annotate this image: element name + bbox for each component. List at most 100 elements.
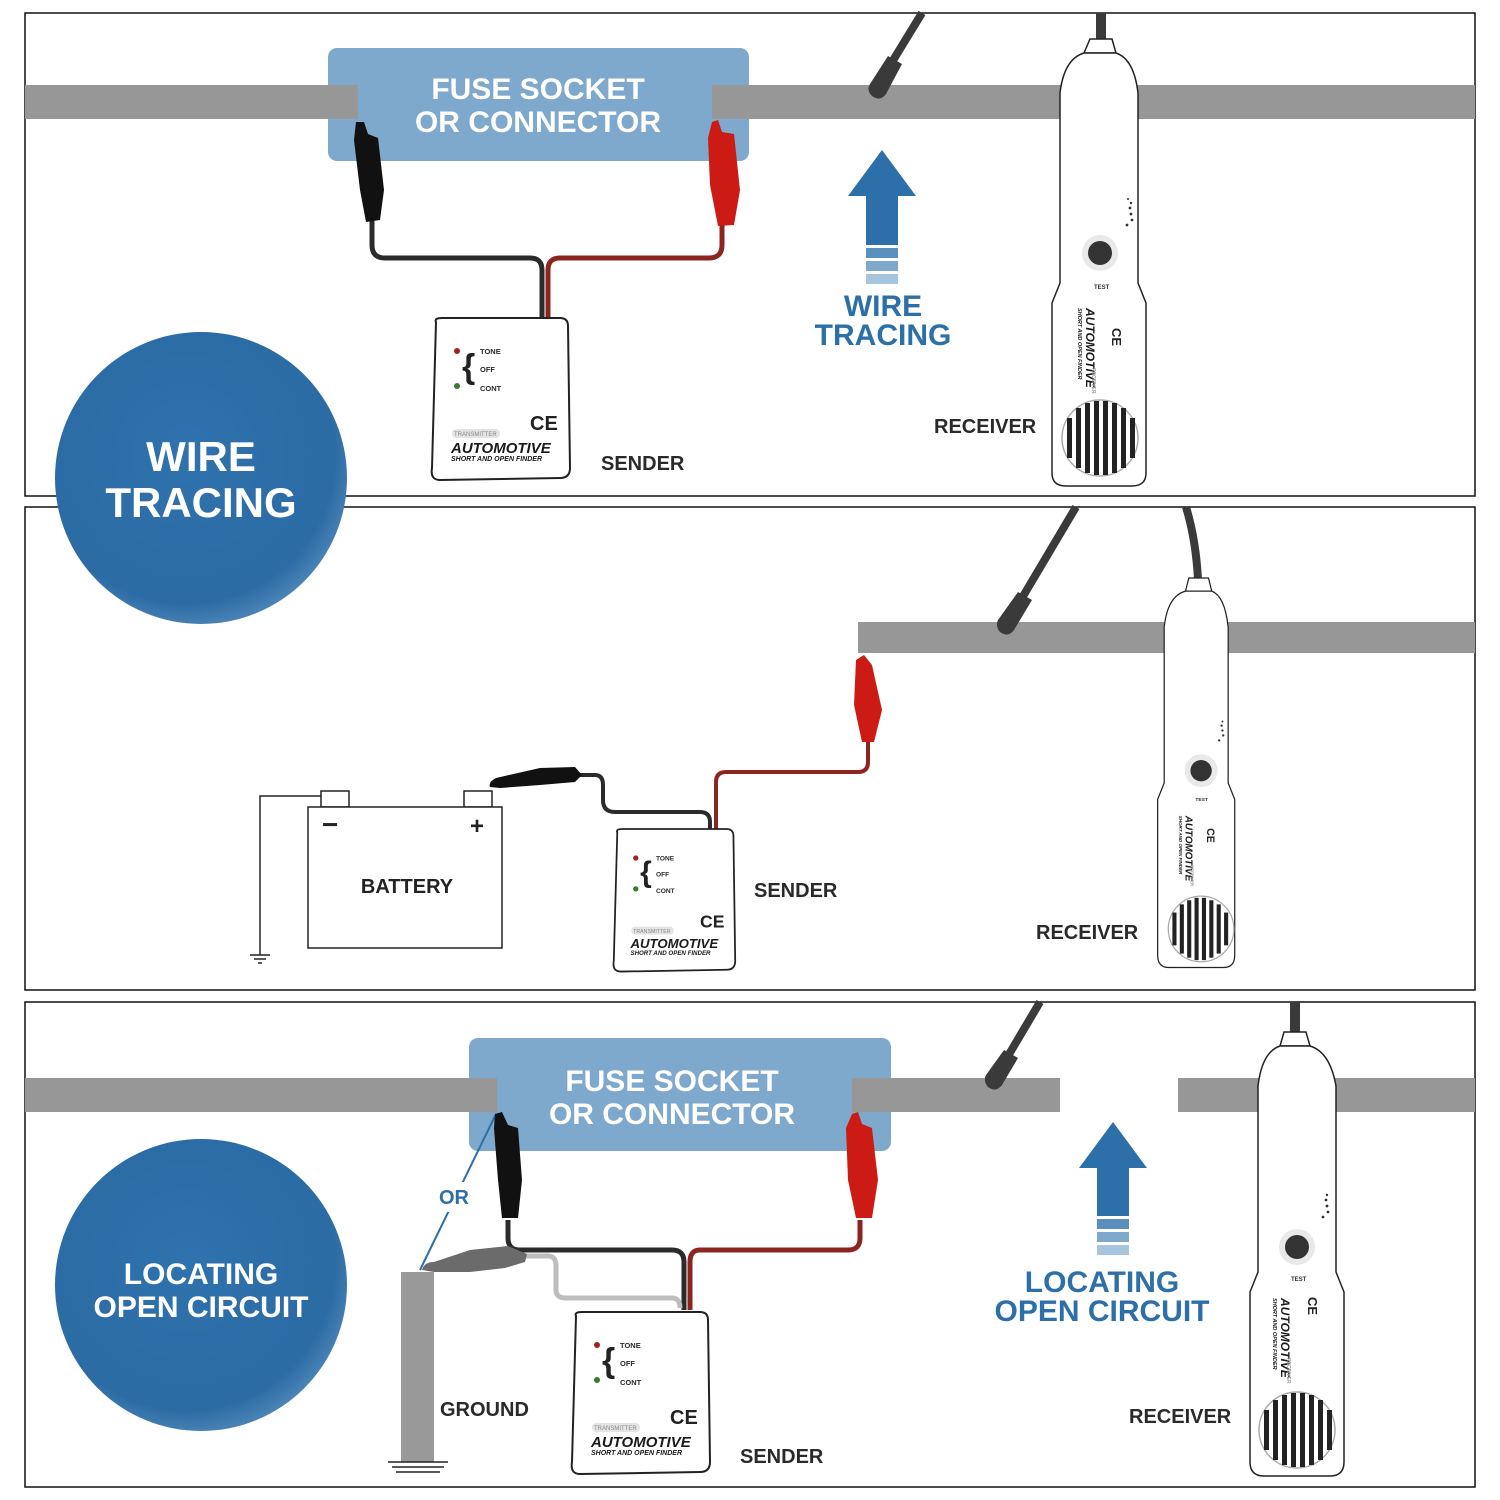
battery-positive-icon: + <box>470 813 484 840</box>
receiver-device: TEST CE AUTOMOTIVE SHORT AND OPEN FINDER… <box>1157 577 1236 969</box>
red-alligator-clip <box>846 1112 878 1218</box>
mode-brace: { <box>602 1342 615 1380</box>
ground-wire <box>259 795 321 955</box>
mode-tone[interactable]: TONE <box>620 1341 641 1350</box>
or-label: OR <box>439 1187 470 1209</box>
fuse-socket-connector: FUSE SOCKET OR CONNECTOR <box>469 1038 891 1151</box>
sender-label: SENDER <box>601 453 685 475</box>
red-lead-wire <box>545 215 725 318</box>
black-alligator-clip <box>354 122 384 222</box>
black-alligator-clip <box>489 767 582 788</box>
connector-label-line2: OR CONNECTOR <box>415 106 661 139</box>
red-lead-wire <box>714 742 870 830</box>
open-circuit-arrow <box>1079 1122 1147 1255</box>
mode-tone[interactable]: TONE <box>656 856 675 863</box>
ground-label: GROUND <box>440 1399 529 1421</box>
test-button[interactable] <box>1190 760 1212 782</box>
wire-segment-left <box>25 85 360 119</box>
sensitivity-dial-icon[interactable] <box>1217 720 1225 742</box>
mode-off[interactable]: OFF <box>656 872 669 879</box>
mode-cont[interactable]: CONT <box>620 1378 642 1387</box>
black-lead-wire <box>369 205 545 318</box>
arrow-label-line1: LOCATING <box>1025 1266 1179 1299</box>
transmitter-device: { TONE OFF CONT CE TRANSMITTER AUTOMOTIV… <box>430 317 571 481</box>
receiver-subtitle: SHORT AND OPEN FINDER <box>1271 1298 1277 1370</box>
transmitter-device: { TONE OFF CONT CE TRANSMITTER AUTOMOTIV… <box>612 828 737 973</box>
mode-tone[interactable]: TONE <box>480 347 501 356</box>
transmitter-tag: TRANSMITTER <box>633 929 671 935</box>
black-lead-wire <box>505 1220 687 1310</box>
receiver-tag: RECEIVER <box>1189 865 1194 886</box>
receiver-tag: RECEIVER <box>1285 1358 1291 1384</box>
cont-led-icon <box>454 383 460 389</box>
badge-open-circuit: LOCATING OPEN CIRCUIT <box>55 1139 347 1431</box>
badge-line2: TRACING <box>105 479 296 526</box>
test-button[interactable] <box>1088 241 1112 265</box>
connector-label-line1: FUSE SOCKET <box>431 73 644 106</box>
mode-cont[interactable]: CONT <box>656 888 675 895</box>
receiver-label: RECEIVER <box>1036 922 1139 944</box>
red-alligator-clip <box>708 120 740 226</box>
sender-label: SENDER <box>754 880 838 902</box>
battery-negative-icon: − <box>322 809 338 840</box>
sensitivity-dial-icon[interactable] <box>1321 1193 1330 1219</box>
receiver-device: TEST CE AUTOMOTIVE SHORT AND OPEN FINDER… <box>1249 1002 1345 1477</box>
arrow-label-line2: OPEN CIRCUIT <box>994 1295 1209 1328</box>
cont-led-icon <box>594 1377 600 1383</box>
badge-wire-tracing: WIRE TRACING <box>55 332 347 624</box>
fuse-socket-connector: FUSE SOCKET OR CONNECTOR <box>328 48 749 161</box>
black-alligator-clip <box>494 1112 522 1218</box>
mode-off[interactable]: OFF <box>620 1359 635 1368</box>
brand-subtitle: SHORT AND OPEN FINDER <box>591 1450 682 1457</box>
receiver-brand: AUTOMOTIVE <box>1183 815 1194 882</box>
battery-label: BATTERY <box>361 876 454 898</box>
test-button-label: TEST <box>1195 797 1208 803</box>
mode-brace: { <box>640 856 652 889</box>
arrow-label-line1: WIRE <box>844 290 922 323</box>
transmitter-tag: TRANSMITTER <box>454 432 497 438</box>
connector-label-line1: FUSE SOCKET <box>565 1065 778 1098</box>
ce-mark: CE <box>670 1407 698 1429</box>
gray-lead-wire <box>525 1253 683 1309</box>
ground-post <box>401 1272 434 1462</box>
receiver-subtitle: SHORT AND OPEN FINDER <box>1178 816 1183 875</box>
black-lead-wire <box>575 773 712 830</box>
test-button-label: TEST <box>1094 285 1110 291</box>
speaker-grille-icon <box>1167 895 1235 963</box>
ce-mark: CE <box>1305 1297 1320 1315</box>
mode-brace: { <box>462 348 475 386</box>
ce-mark: CE <box>530 413 558 435</box>
ce-mark: CE <box>1204 828 1216 843</box>
test-button-label: TEST <box>1291 1277 1307 1283</box>
brand-text: AUTOMOTIVE <box>590 1434 692 1451</box>
receiver-subtitle: SHORT AND OPEN FINDER <box>1076 308 1082 380</box>
receiver-brand: AUTOMOTIVE <box>1278 1297 1292 1379</box>
brand-text: AUTOMOTIVE <box>629 936 719 951</box>
ce-mark: CE <box>1109 328 1124 346</box>
transmitter-device: { TONE OFF CONT CE TRANSMITTER AUTOMOTIV… <box>570 1311 711 1475</box>
badge-line1: LOCATING <box>124 1258 278 1291</box>
red-alligator-clip <box>854 655 882 742</box>
receiver-brand: AUTOMOTIVE <box>1083 307 1097 389</box>
sender-label: SENDER <box>740 1446 824 1468</box>
transmitter-tag: TRANSMITTER <box>594 1426 637 1432</box>
inductive-probe <box>984 999 1044 1090</box>
mode-off[interactable]: OFF <box>480 365 495 374</box>
arrow-label-line2: TRACING <box>815 319 952 352</box>
wire-tracing-arrow <box>848 150 916 284</box>
tone-led-icon <box>633 855 639 861</box>
connector-label-line2: OR CONNECTOR <box>549 1098 795 1131</box>
mode-cont[interactable]: CONT <box>480 384 502 393</box>
tone-led-icon <box>594 1342 600 1348</box>
receiver-label: RECEIVER <box>934 416 1037 438</box>
receiver-device: TEST CE AUTOMOTIVE SHORT AND OPEN FINDER… <box>1051 13 1147 487</box>
brand-text: AUTOMOTIVE <box>450 440 552 457</box>
receiver-tag: RECEIVER <box>1090 368 1096 394</box>
panel-open-circuit: FUSE SOCKET OR CONNECTOR GROUND OR { TON… <box>24 999 1476 1488</box>
receiver-cable <box>1182 505 1202 581</box>
gray-alligator-clip <box>422 1246 527 1272</box>
test-button[interactable] <box>1285 1235 1309 1259</box>
sensitivity-dial-icon[interactable] <box>1125 198 1134 227</box>
tone-led-icon <box>454 348 460 354</box>
